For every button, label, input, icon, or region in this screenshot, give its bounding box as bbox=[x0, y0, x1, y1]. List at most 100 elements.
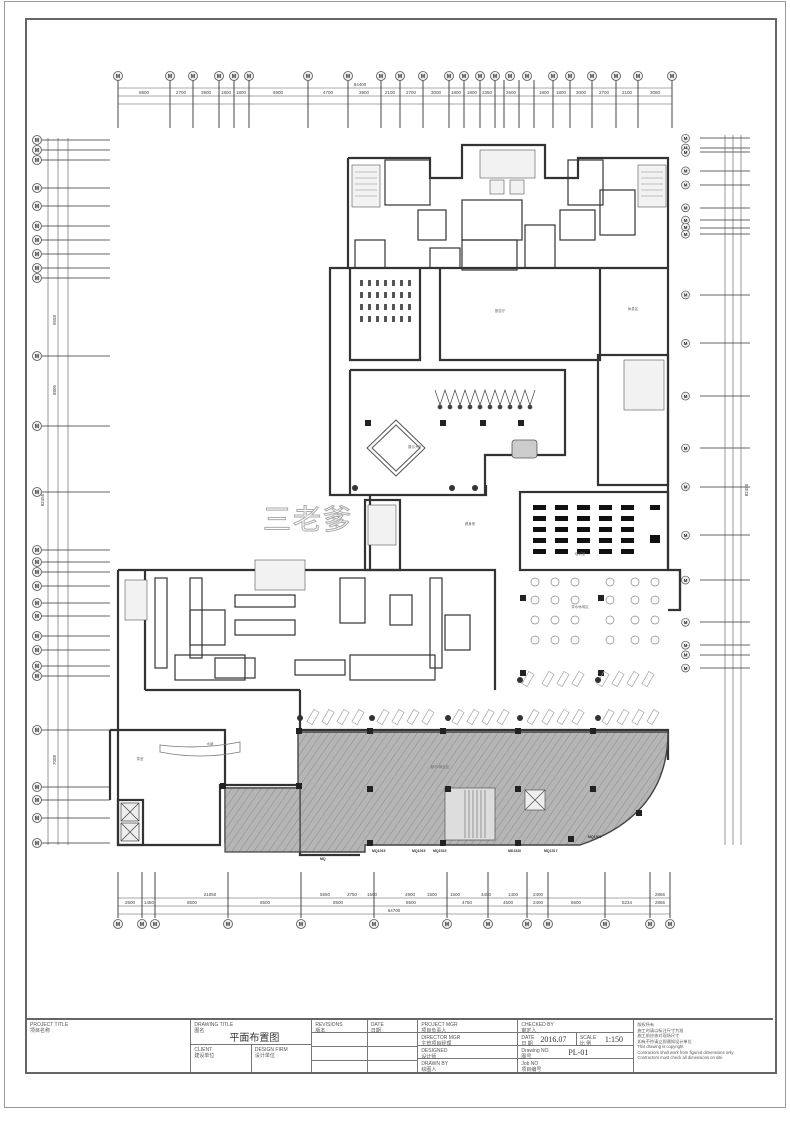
svg-text:5550: 5550 bbox=[320, 892, 331, 897]
plant-pots bbox=[297, 485, 601, 721]
svg-text:MQ1517: MQ1517 bbox=[544, 849, 557, 853]
checked-label: CHECKED BY 审定人 bbox=[521, 1022, 554, 1034]
svg-text:3000: 3000 bbox=[576, 90, 587, 95]
svg-text:1800: 1800 bbox=[236, 90, 247, 95]
drawing-title-cell: DRAWING TITLE 图名 平面布置图 CLIENT 建设单位 DESIG… bbox=[190, 1020, 312, 1072]
svg-text:2700: 2700 bbox=[599, 90, 610, 95]
date-label: DATE 日 期 bbox=[521, 1035, 535, 1047]
scale-label: SCALE 比 例 bbox=[579, 1035, 597, 1047]
svg-text:1800: 1800 bbox=[451, 90, 462, 95]
date-value: 2016.07 bbox=[540, 1035, 567, 1044]
watermark: 三老爹 bbox=[262, 503, 354, 537]
svg-text:1500: 1500 bbox=[427, 892, 438, 897]
project-title-cell: PROJECT TITLE 项目名称 bbox=[27, 1020, 190, 1072]
rev-date-label: DATE 日期 bbox=[370, 1022, 384, 1034]
svg-text:3400: 3400 bbox=[481, 892, 492, 897]
svg-text:报告厅: 报告厅 bbox=[495, 308, 506, 313]
drawing-no-label: Drawing NO 图号 bbox=[521, 1048, 549, 1060]
drawn-label: DRAWN BY 绘图人 bbox=[421, 1061, 449, 1073]
svg-text:1800: 1800 bbox=[467, 90, 478, 95]
svg-text:休息区: 休息区 bbox=[628, 306, 639, 311]
note-cn-2: 施工前应核对现场尺寸 bbox=[637, 1033, 680, 1038]
chariot-exhibit bbox=[511, 439, 538, 459]
svg-text:水景: 水景 bbox=[207, 741, 214, 746]
svg-text:2100: 2100 bbox=[622, 90, 633, 95]
drawing-frame bbox=[25, 18, 777, 1074]
svg-text:茶室: 茶室 bbox=[137, 756, 144, 761]
svg-text:2400: 2400 bbox=[533, 900, 544, 905]
design-firm-label: DESIGN FIRM 设计单位 bbox=[254, 1047, 288, 1059]
svg-text:2750: 2750 bbox=[347, 892, 358, 897]
top-dimension-text: 64400 6800 2700 3900 1800 1800 6900 4700 3900… bbox=[139, 82, 661, 95]
lounge-chairs bbox=[530, 577, 660, 645]
svg-text:2700: 2700 bbox=[406, 90, 417, 95]
svg-text:8500: 8500 bbox=[260, 900, 271, 905]
rev-date-cell: DATE 日期 bbox=[366, 1020, 418, 1072]
svg-text:培训室: 培训室 bbox=[575, 551, 586, 556]
revisions-cell: REVISIONS 版本 bbox=[311, 1020, 367, 1072]
spotlights bbox=[434, 388, 536, 410]
svg-text:7008: 7008 bbox=[52, 754, 57, 765]
svg-text:82455: 82455 bbox=[40, 493, 45, 506]
svg-text:展示大厅: 展示大厅 bbox=[408, 444, 422, 449]
svg-text:3900: 3900 bbox=[359, 90, 370, 95]
top-axis-bubbles bbox=[113, 71, 677, 81]
top-axis-ticks bbox=[117, 80, 673, 128]
project-mgr-label: PROJECT MGR 项目负责人 bbox=[421, 1022, 458, 1034]
svg-text:1800: 1800 bbox=[539, 90, 550, 95]
right-dimension-lines bbox=[724, 135, 742, 845]
stair-lower bbox=[444, 787, 546, 841]
svg-text:2700: 2700 bbox=[176, 90, 187, 95]
svg-text:MQ1520: MQ1520 bbox=[588, 835, 601, 839]
right-axis-ticks bbox=[700, 137, 750, 669]
upper-rooms bbox=[354, 159, 636, 271]
svg-text:82455: 82455 bbox=[744, 483, 749, 496]
svg-text:3900: 3900 bbox=[201, 90, 212, 95]
drawing-title-label: DRAWING TITLE 图名 bbox=[194, 1022, 234, 1034]
svg-text:2866: 2866 bbox=[655, 900, 666, 905]
svg-text:超市/商业区: 超市/商业区 bbox=[431, 764, 450, 769]
svg-text:64400: 64400 bbox=[354, 82, 367, 87]
drawing-title: 平面布置图 bbox=[229, 1033, 280, 1044]
note-cn-0: 版权所有 bbox=[637, 1022, 655, 1027]
svg-text:4900: 4900 bbox=[405, 892, 416, 897]
svg-text:MQ: MQ bbox=[320, 857, 326, 861]
room-labels: 报告厅休息区展示大厅 培训室茶水休闲区超市/商业区 健身房茶室水景 bbox=[137, 306, 639, 769]
svg-text:2400: 2400 bbox=[533, 892, 544, 897]
svg-text:2600: 2600 bbox=[506, 90, 517, 95]
left-dimension-lines bbox=[47, 138, 69, 845]
left-axis-ticks bbox=[42, 139, 110, 844]
stairs-upper bbox=[124, 149, 667, 621]
svg-text:2866: 2866 bbox=[655, 892, 666, 897]
svg-text:6900: 6900 bbox=[273, 90, 284, 95]
svg-text:MQ1515: MQ1515 bbox=[433, 849, 446, 853]
left-axis-bubbles bbox=[32, 135, 42, 848]
director-label: DIRECTOR MGR 主管项目经理 bbox=[421, 1035, 461, 1047]
svg-text:64700: 64700 bbox=[388, 908, 401, 913]
svg-text:3080: 3080 bbox=[650, 90, 661, 95]
svg-text:1500: 1500 bbox=[450, 892, 461, 897]
note-cn-1: 施工时请以标注尺寸为准 bbox=[637, 1027, 684, 1033]
svg-text:8500: 8500 bbox=[406, 900, 417, 905]
columns bbox=[220, 420, 642, 846]
project-staff-cell: PROJECT MGR 项目负责人 DIRECTOR MGR 主管项目经理 DE… bbox=[417, 1020, 518, 1073]
svg-text:1450: 1450 bbox=[144, 900, 155, 905]
elevators-lower-left bbox=[120, 802, 140, 842]
svg-text:2600: 2600 bbox=[125, 900, 136, 905]
bottom-axis-bubbles bbox=[113, 919, 675, 929]
project-title-label: PROJECT TITLE 项目名称 bbox=[30, 1022, 69, 1034]
drawing-no-value: PL-01 bbox=[568, 1048, 589, 1057]
svg-text:6600: 6600 bbox=[571, 900, 582, 905]
svg-text:5234: 5234 bbox=[622, 900, 633, 905]
svg-text:6800: 6800 bbox=[139, 90, 150, 95]
client-label: CLIENT 建设单位 bbox=[194, 1047, 215, 1059]
title-block: PROJECT TITLE 项目名称 DRAWING TITLE 图名 平面布置… bbox=[27, 1018, 773, 1073]
svg-text:4700: 4700 bbox=[323, 90, 334, 95]
lounger-row bbox=[306, 671, 660, 725]
svg-text:21050: 21050 bbox=[204, 892, 217, 897]
bottom-dimension-lines bbox=[118, 897, 670, 915]
lower-left-partitions bbox=[154, 577, 471, 681]
revisions-label: REVISIONS 版本 bbox=[315, 1022, 343, 1034]
